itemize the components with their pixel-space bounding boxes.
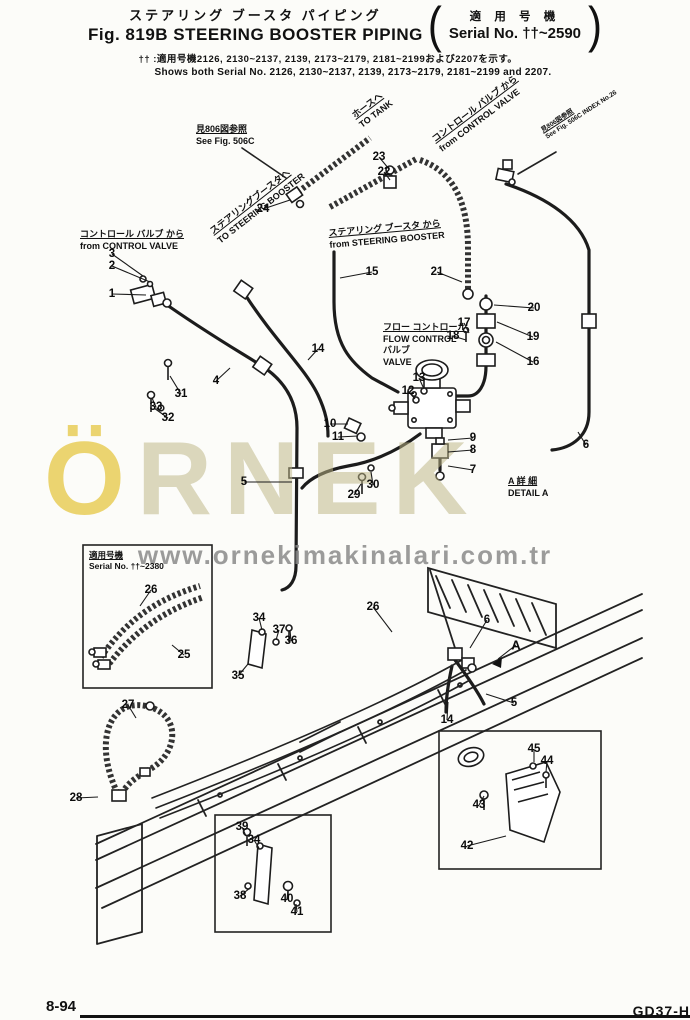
detail-a-arrowhead bbox=[492, 657, 502, 668]
serial-paren-open: ( bbox=[427, 0, 442, 53]
title-japanese: ステアリング ブースタ パイピング bbox=[129, 8, 382, 23]
serial-note-english: Shows both Serial No. 2126, 2130~2137, 2… bbox=[154, 67, 552, 78]
frame-rails-group bbox=[95, 566, 643, 945]
serial-english: Serial No. ††~2590 bbox=[448, 25, 582, 42]
inset-boxes-group bbox=[82, 544, 602, 933]
pipes-group bbox=[158, 182, 591, 714]
title-row: ステアリング ブースタ パイピング Fig. 819B STEERING BOO… bbox=[88, 0, 603, 53]
title-block: ステアリング ブースタ パイピング Fig. 819B STEERING BOO… bbox=[88, 5, 423, 45]
serial-paren-close: ) bbox=[588, 0, 603, 53]
serial-block: 適 用 号 機 Serial No. ††~2590 bbox=[447, 8, 583, 42]
fittings-group bbox=[88, 159, 597, 907]
serial-japanese: 適 用 号 機 bbox=[469, 11, 561, 23]
serial-note-japanese: †† :適用号機2126, 2130~2137, 2139, 2173~2179… bbox=[138, 54, 518, 65]
serial-note: †† :適用号機2126, 2130~2137, 2139, 2173~2179… bbox=[139, 51, 552, 78]
page-header: ステアリング ブースタ パイピング Fig. 819B STEERING BOO… bbox=[0, 0, 690, 78]
hoses-group bbox=[98, 135, 471, 800]
bottom-rule bbox=[80, 1015, 690, 1018]
title-english: Fig. 819B STEERING BOOSTER PIPING bbox=[87, 25, 423, 44]
thin-lines-group bbox=[151, 147, 557, 819]
page-number: 8-94 bbox=[46, 998, 77, 1015]
